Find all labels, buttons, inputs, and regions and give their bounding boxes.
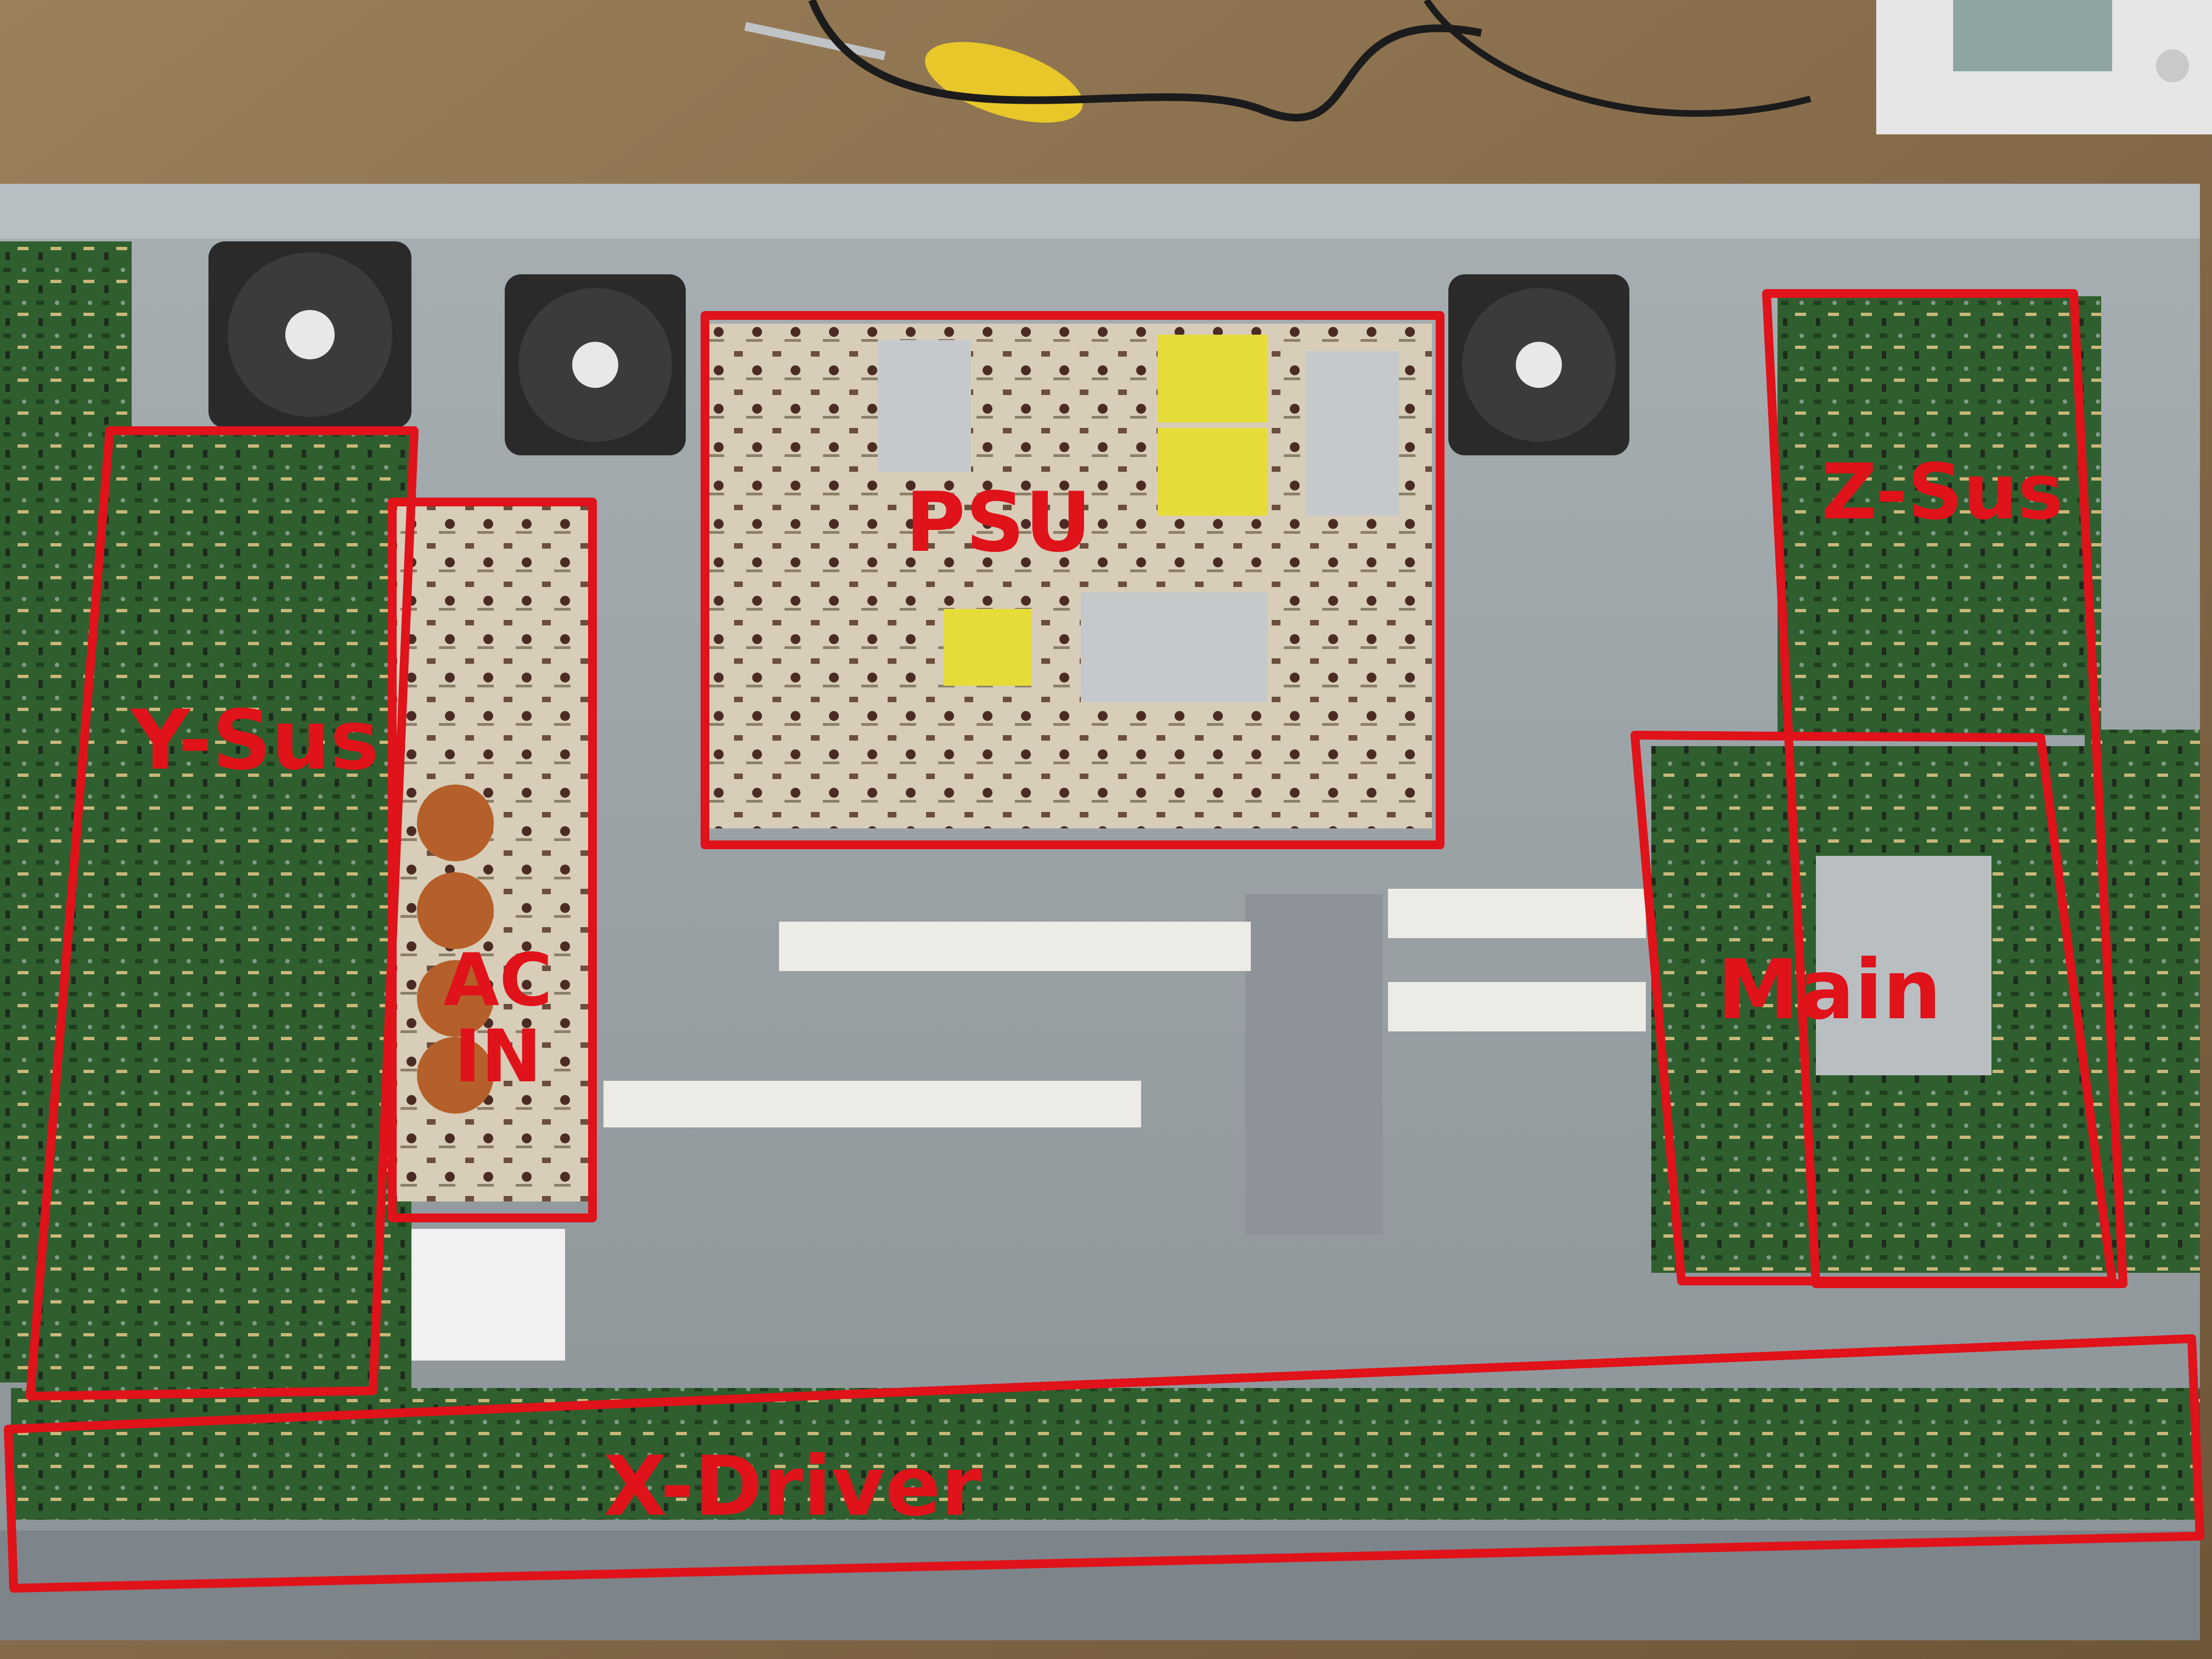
ac-in-outline	[388, 498, 597, 1222]
toroid-coil	[417, 872, 494, 949]
cooling-fan	[505, 274, 686, 455]
cooling-fan	[1448, 274, 1629, 455]
toroid-coil	[417, 1037, 494, 1114]
z-sus-board	[1778, 296, 2101, 735]
x-driver-label: X-Driver	[603, 1439, 982, 1534]
ac-in-label-line1: AC	[443, 938, 553, 1023]
emi-filter-box	[1245, 894, 1383, 1234]
heatsink	[1081, 592, 1267, 702]
power-supply-display	[1953, 0, 2112, 71]
bench-cable	[1424, 0, 1812, 117]
x-driver-outline	[4, 1334, 2204, 1593]
ribbon-cable	[779, 922, 1251, 971]
toroid-coil	[417, 785, 494, 861]
toroid-coil	[417, 960, 494, 1037]
heatsink	[878, 340, 971, 472]
x-driver-board	[11, 1388, 2200, 1520]
ribbon-cable	[1388, 889, 1646, 938]
y-sus-label: Y-Sus	[131, 693, 379, 788]
z-sus-label: Z-Sus	[1821, 448, 2063, 537]
heatsink	[1306, 351, 1399, 516]
transformer	[1158, 428, 1267, 516]
z-sus-outline	[1762, 289, 2128, 1288]
main-label: Main	[1717, 943, 1942, 1038]
ac-in-label-line2: IN	[454, 1014, 542, 1099]
psu-label: PSU	[905, 475, 1092, 571]
chassis-top-rail	[0, 184, 2200, 239]
transformer	[1158, 335, 1267, 422]
main-outline	[1630, 731, 2117, 1285]
model-sticker	[411, 1229, 565, 1361]
y-sus-board	[33, 433, 411, 1388]
main-board-shield	[1816, 856, 1991, 1075]
cooling-fan	[208, 241, 411, 428]
transformer	[944, 609, 1031, 686]
y-sus-outline	[26, 426, 419, 1401]
ribbon-cable	[1388, 982, 1646, 1031]
bench-cable	[808, 0, 1482, 122]
power-supply-knob	[2156, 49, 2189, 82]
ac-in-label: AC IN	[443, 943, 552, 1094]
ribbon-cable	[603, 1081, 1141, 1127]
psu-outline	[701, 311, 1444, 849]
